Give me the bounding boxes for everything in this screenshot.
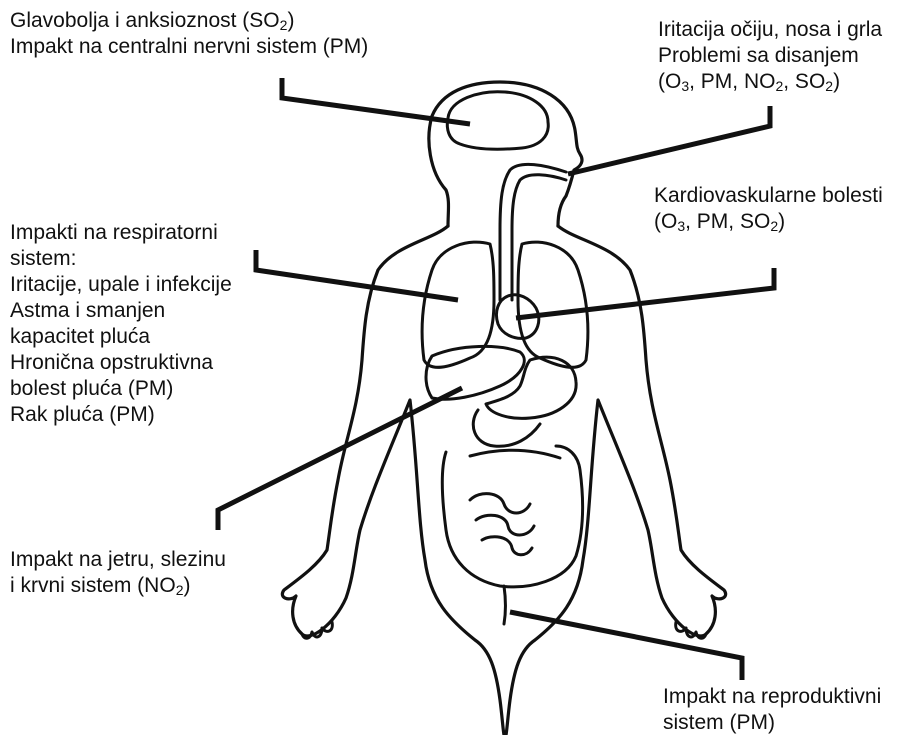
label-text: Impakt na centralni nervni sistem (PM) (10, 35, 368, 58)
label-text: ) (833, 70, 840, 93)
brain-label-line: Impakt na centralni nervni sistem (PM) (10, 34, 368, 60)
subscript-text: 3 (677, 218, 685, 234)
label-text: , PM, SO (685, 210, 770, 233)
label-text: bolest pluća (PM) (10, 377, 173, 400)
respiratory-label-line: bolest pluća (PM) (10, 376, 232, 402)
brain-label-line: Glavobolja i anksioznost (SO2) (10, 8, 368, 34)
large-intestine (442, 446, 582, 624)
label-text: Glavobolja i anksioznost (SO (10, 9, 280, 32)
body-outline-right (506, 226, 726, 735)
label-text: Astma i smanjen (10, 299, 165, 322)
respiratory-label-line: Impakti na respiratorni (10, 220, 232, 246)
respiratory-label-line: kapacitet pluća (10, 324, 232, 350)
right-lung (518, 242, 588, 367)
head-outline (429, 82, 582, 226)
label-text: Kardiovaskularne bolesti (654, 184, 883, 207)
label-text: Hronična opstruktivna (10, 351, 213, 374)
reproductive-label-line: sistem (PM) (663, 710, 881, 735)
label-text: sistem: (10, 247, 77, 270)
label-text: kapacitet pluća (10, 325, 150, 348)
respiratory-effects-label: Impakti na respiratorni sistem: Iritacije… (10, 220, 232, 428)
reproductive-leader-line (510, 612, 742, 680)
label-text: Problemi sa disanjem (658, 44, 859, 67)
heart-label-line: Kardiovaskularne bolesti (654, 183, 883, 209)
label-text: ) (778, 210, 785, 233)
eyes-label-line: Problemi sa disanjem (658, 43, 882, 69)
respiratory-label-line: Iritacije, upale i infekcije (10, 272, 232, 298)
label-text: Impakti na respiratorni (10, 221, 218, 244)
eyes-label-line: (O3, PM, NO2, SO2) (658, 69, 882, 95)
subscript-text: 2 (770, 218, 778, 234)
label-text: Iritacija očiju, nosa i grla (658, 18, 882, 41)
label-text: (O (654, 210, 677, 233)
label-text: Impakt na jetru, slezinu (10, 548, 226, 571)
heart-leader-line (516, 268, 774, 318)
label-text: ) (287, 9, 294, 32)
brain-effects-label: Glavobolja i anksioznost (SO2)Impakt na … (10, 8, 368, 60)
liver-label-line: i krvni sistem (NO2) (10, 573, 226, 599)
reproductive-effects-label: Impakt na reproduktivni sistem (PM) (663, 684, 881, 735)
label-text: i krvni sistem (NO (10, 574, 176, 597)
label-text: , SO (783, 70, 825, 93)
subscript-text: 2 (825, 78, 833, 94)
body-outline (282, 226, 504, 735)
label-text: ) (183, 574, 190, 597)
label-text: Iritacije, upale i infekcije (10, 273, 232, 296)
label-text: Rak pluća (PM) (10, 403, 155, 426)
label-text: , PM, NO (689, 70, 775, 93)
heart-label-line: (O3, PM, SO2) (654, 209, 883, 235)
respiratory-label-line: Rak pluća (PM) (10, 402, 232, 428)
liver-leader-line (218, 388, 462, 530)
airway (500, 164, 566, 300)
label-text: (O (658, 70, 681, 93)
eyes-leader-line (568, 106, 770, 174)
label-text: Impakt na reproduktivni (663, 685, 881, 708)
cardiovascular-effects-label: Kardiovaskularne bolesti(O3, PM, SO2) (654, 183, 883, 235)
subscript-text: 3 (681, 78, 689, 94)
respiratory-leader-line (256, 250, 458, 300)
eyes-label-line: Iritacija očiju, nosa i grla (658, 17, 882, 43)
liver-label-line: Impakt na jetru, slezinu (10, 547, 226, 573)
respiratory-label-line: Hronična opstruktivna (10, 350, 232, 376)
reproductive-label-line: Impakt na reproduktivni (663, 684, 881, 710)
respiratory-label-line: sistem: (10, 246, 232, 272)
label-text: sistem (PM) (663, 711, 775, 734)
respiratory-label-line: Astma i smanjen (10, 298, 232, 324)
small-intestine (470, 410, 540, 555)
